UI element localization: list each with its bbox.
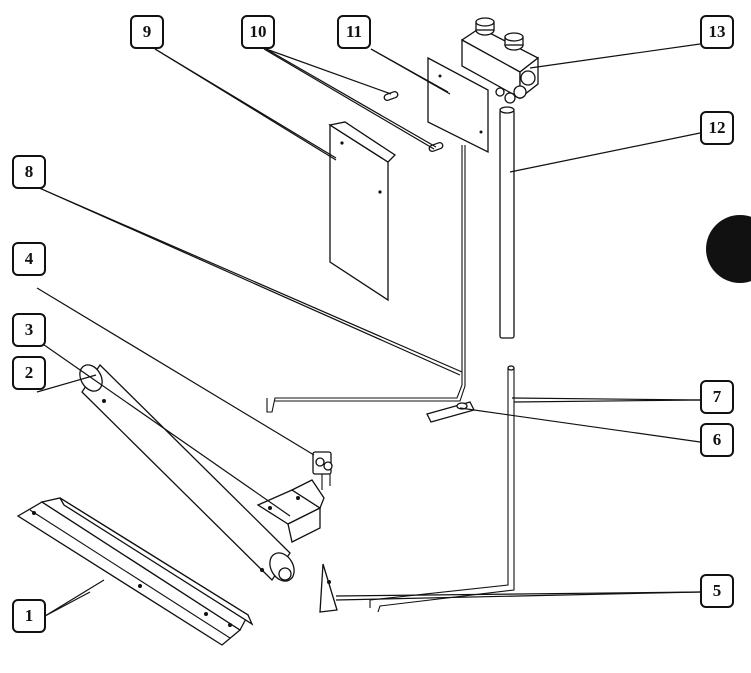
- part-13-gas-valve: [460, 17, 540, 104]
- part-12-supply-tube: [499, 106, 515, 339]
- part-1-burner-tray: [16, 497, 254, 646]
- part-11-plate: [427, 56, 489, 154]
- callout-10: 10: [241, 15, 275, 49]
- callout-6: 6: [700, 423, 734, 457]
- callout-13: 13: [700, 15, 734, 49]
- callout-11: 11: [337, 15, 371, 49]
- callout-8: 8: [12, 155, 46, 189]
- callout-5: 5: [700, 574, 734, 608]
- registration-dot: [706, 215, 751, 283]
- callout-1: 1: [12, 599, 46, 633]
- part-6-bracket: [426, 401, 475, 423]
- part-4-pilot-assembly: [312, 451, 333, 490]
- callout-4: 4: [12, 242, 46, 276]
- callout-9: 9: [130, 15, 164, 49]
- part-5-bracket: [319, 563, 338, 613]
- part-8-pilot-tube: [266, 145, 466, 413]
- callout-7: 7: [700, 380, 734, 414]
- leader-lines: [36, 43, 701, 617]
- part-3-mount-bracket: [256, 479, 325, 543]
- callout-3: 3: [12, 313, 46, 347]
- callout-2: 2: [12, 356, 46, 390]
- part-7-burner-tube: [369, 365, 515, 613]
- callout-12: 12: [700, 111, 734, 145]
- part-9-heat-shield: [328, 121, 397, 302]
